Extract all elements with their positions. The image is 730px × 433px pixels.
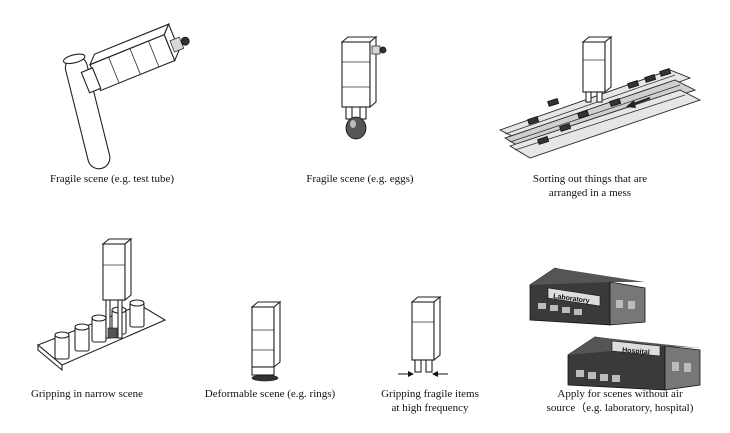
- caption-test-tube: Fragile scene (e.g. test tube): [49, 173, 174, 185]
- caption-no-air-line2: source（e.g. laboratory, hospital): [546, 402, 694, 414]
- hospital-sign: Hospital: [622, 347, 650, 356]
- caption-high-frequency-line1: Gripping fragile items: [381, 388, 479, 400]
- caption-high-frequency-line2: at high frequency: [391, 402, 469, 414]
- caption-deformable: Deformable scene (e.g. rings): [204, 388, 336, 400]
- caption-no-air-line1: Apply for scenes without air: [557, 388, 683, 400]
- caption-eggs: Fragile scene (e.g. eggs): [306, 173, 414, 185]
- caption-sorting-line1: Sorting out things that are: [532, 173, 648, 185]
- caption-sorting-line2: arranged in a mess: [548, 187, 632, 199]
- caption-narrow: Gripping in narrow scene: [30, 388, 144, 400]
